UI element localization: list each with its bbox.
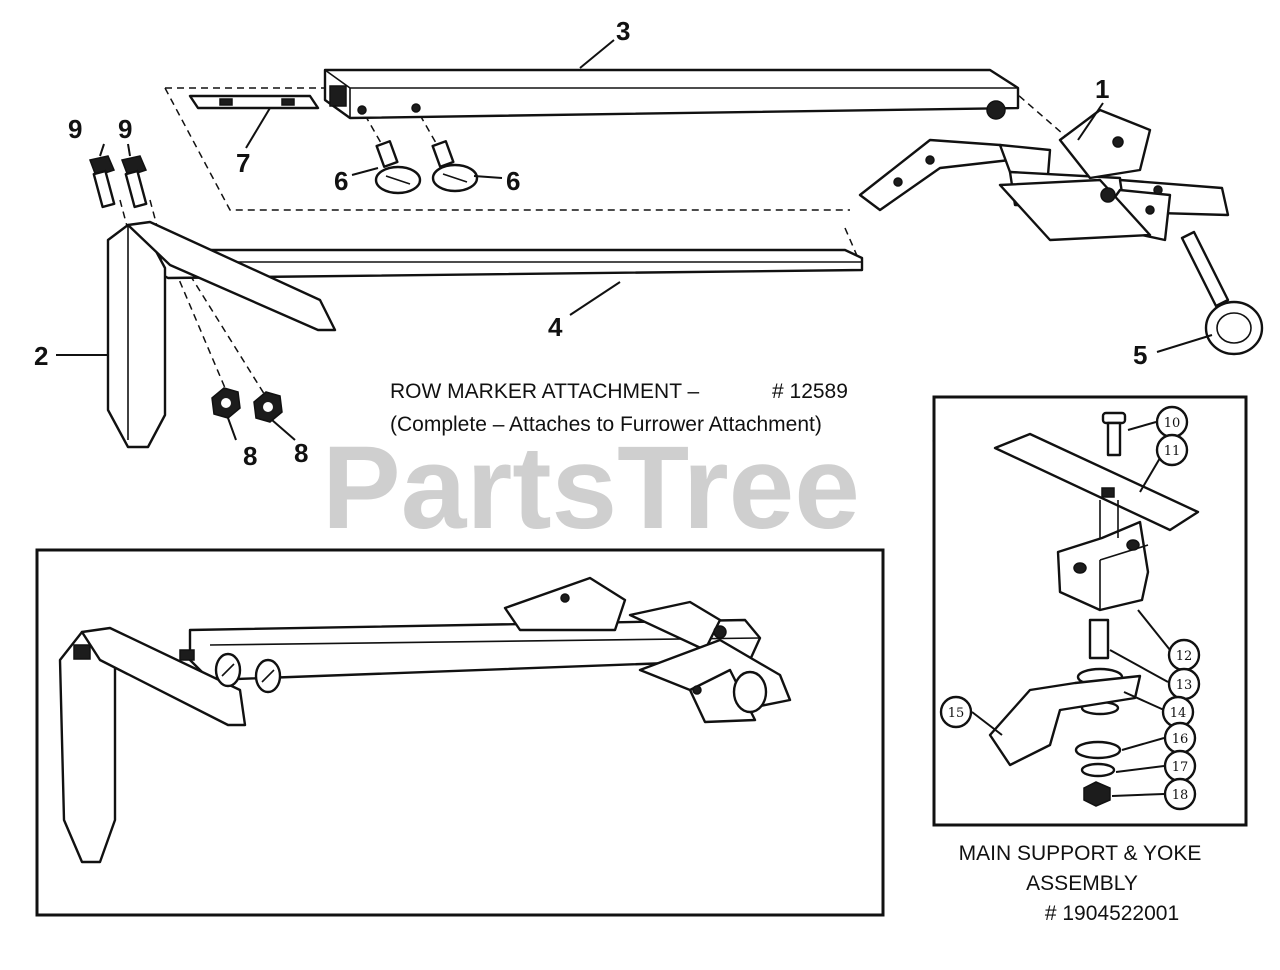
part-3-upper-tube [323, 68, 1020, 120]
callout-11: 11 [1164, 444, 1181, 459]
callout-circle [1163, 777, 1197, 811]
leader-line [351, 167, 379, 176]
callout-6: 6 [506, 166, 520, 196]
callout-8: 8 [243, 441, 257, 471]
leader-line [1156, 334, 1213, 353]
callout-8: 8 [294, 438, 308, 468]
callout-12: 12 [1176, 649, 1193, 664]
callout-3: 3 [616, 16, 630, 46]
callout-14: 14 [1170, 706, 1187, 721]
leader-line [1077, 102, 1104, 141]
callout-4: 4 [548, 312, 563, 342]
part-2-marker-blade [106, 220, 337, 449]
callout-circle [939, 695, 973, 729]
part-6-thumb-screw [374, 140, 422, 195]
leader-line [1139, 457, 1161, 493]
part-8-nut [211, 387, 241, 419]
leader-line [1137, 609, 1171, 651]
callout-circle [1155, 433, 1189, 467]
callout-9: 9 [68, 114, 82, 144]
leader-line [1109, 649, 1169, 683]
leader-line [971, 711, 1003, 736]
callout-1: 1 [1095, 74, 1109, 104]
watermark: PartsTree [322, 422, 860, 554]
assembly-line [844, 227, 859, 259]
callout-15: 15 [948, 706, 965, 721]
callout-2: 2 [34, 341, 48, 371]
callout-16: 16 [1172, 732, 1189, 747]
leader-line [127, 143, 131, 157]
callout-18: 18 [1172, 788, 1189, 803]
leader-line [579, 39, 615, 69]
leader-line [227, 417, 237, 441]
assembly-line [1009, 87, 1071, 141]
leader-line [473, 175, 503, 179]
leader-line [1127, 421, 1157, 431]
part-5-hitch-pin [1180, 230, 1264, 356]
assembly-line [189, 274, 269, 401]
attachment-title: ROW MARKER ATTACHMENT – [390, 380, 700, 403]
leader-line [1121, 737, 1165, 751]
leader-line [1111, 793, 1165, 797]
callout-13: 13 [1176, 678, 1193, 693]
leader-line [1123, 691, 1165, 711]
callout-7: 7 [236, 148, 250, 178]
assembly-line [419, 114, 441, 151]
part-9-bolt [88, 155, 116, 209]
inset-main-support: 10 11 12 13 14 15 16 17 18 [932, 395, 1248, 827]
inset-caption-line2: ASSEMBLY [1026, 872, 1138, 895]
callout-10: 10 [1164, 416, 1181, 431]
assembly-line [164, 87, 850, 211]
leader-line [569, 281, 621, 316]
part-6-thumb-screw [431, 140, 479, 193]
leader-line [271, 419, 296, 441]
callout-5: 5 [1133, 340, 1147, 370]
part-1-bracket [858, 108, 1230, 242]
inset-caption-line1: MAIN SUPPORT & YOKE [959, 842, 1202, 865]
assembled-view-frame [35, 548, 885, 917]
leader-line [245, 107, 271, 149]
part-7-slotted-insert [188, 94, 320, 110]
attachment-description: (Complete – Attaches to Furrower Attachm… [390, 413, 822, 436]
part-9-bolt [120, 155, 148, 209]
exploded-view: 3 1 2 4 5 6 6 7 9 9 8 8 [34, 16, 1264, 471]
leader-line [1115, 765, 1165, 773]
assembly-line [364, 114, 386, 151]
callout-17: 17 [1172, 760, 1189, 775]
assembly-line [174, 269, 229, 396]
callout-9: 9 [118, 114, 132, 144]
part-8-nut [253, 391, 283, 423]
attachment-number: # 12589 [772, 380, 848, 403]
callout-6: 6 [334, 166, 348, 196]
assembled-view [35, 548, 885, 917]
inset-part-number: # 1904522001 [1045, 902, 1179, 925]
leader-line [99, 143, 105, 157]
